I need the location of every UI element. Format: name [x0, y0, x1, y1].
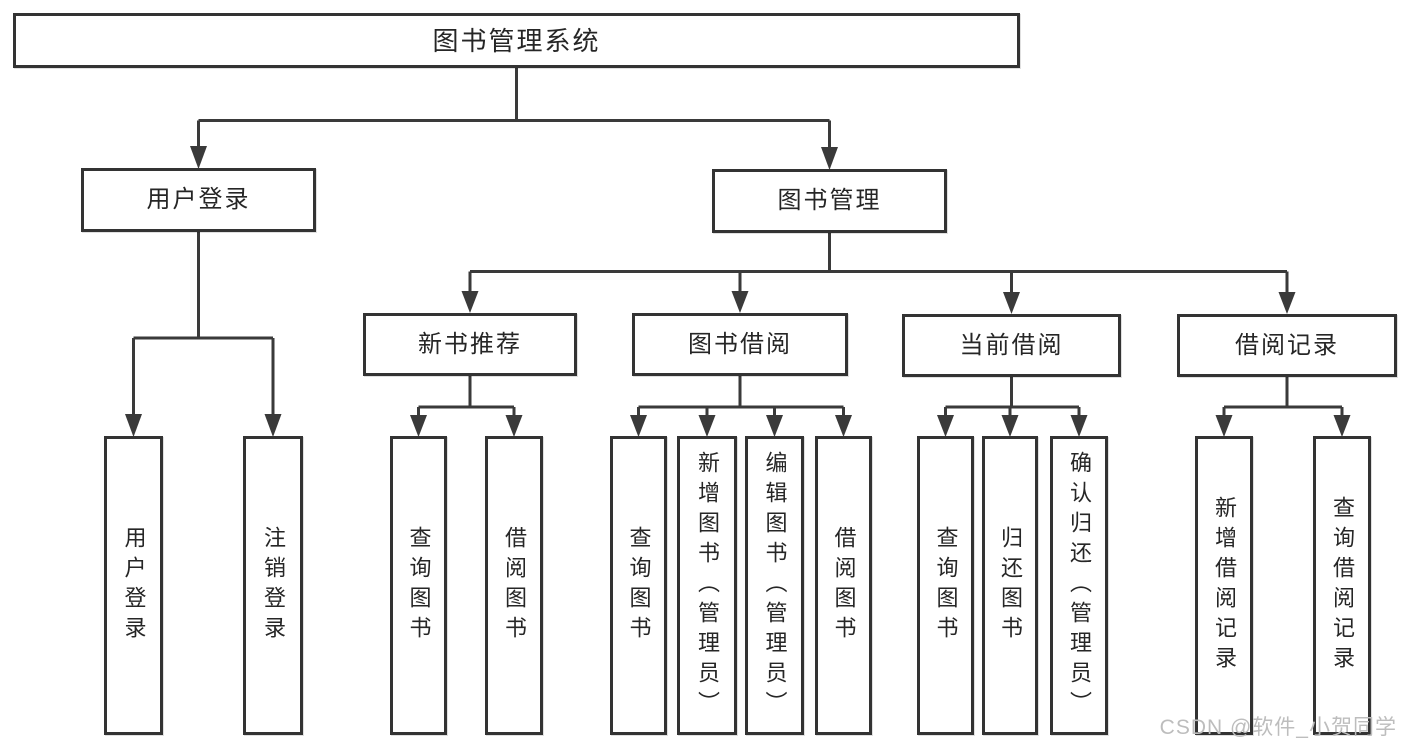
node-label: 用户登录: [146, 186, 251, 213]
arrow-to-book-mgmt: [821, 120, 838, 170]
leaf-label: 查询借阅记录: [1330, 495, 1355, 676]
trunk-user-login: [133, 232, 273, 340]
leaf-label: 归还图书: [998, 525, 1023, 646]
leaf-label: 查询图书: [626, 525, 652, 646]
node-label: 新书推荐: [418, 330, 522, 358]
arrow-to-leaf-br-add: [1215, 407, 1233, 437]
trunk-book-borrow: [638, 376, 844, 409]
arrow-to-leaf-cb-return: [1001, 407, 1019, 437]
leaf-newbooks-query-book: 查询图书: [390, 436, 447, 735]
leaf-label: 查询图书: [933, 525, 959, 646]
leaf-records-add-record: 新增借阅记录: [1195, 436, 1253, 735]
arrow-to-current-borrow: [1003, 271, 1020, 314]
leaf-current-query-book: 查询图书: [917, 436, 974, 735]
arrow-to-leaf-nb-query: [410, 407, 427, 437]
arrow-to-new-books: [461, 271, 479, 313]
node-label: 当前借阅: [959, 331, 1064, 359]
arrow-to-book-borrow: [731, 271, 749, 313]
arrow-to-leaf-cb-query: [937, 407, 954, 437]
leaf-newbooks-borrow-book: 借阅图书: [485, 436, 543, 735]
node-label: 图书管理系统: [432, 25, 601, 56]
arrow-to-leaf-cb-confirm: [1070, 407, 1088, 437]
node-book-management: 图书管理: [712, 169, 947, 233]
arrow-to-leaf-bb-borrow: [835, 407, 852, 437]
leaf-current-confirm-return-admin: 确认归还（管理员）: [1050, 436, 1108, 735]
arrow-to-leaf-user-login: [125, 338, 142, 437]
leaf-user-login: 用户登录: [104, 436, 163, 735]
arrow-to-user-login: [190, 120, 207, 169]
leaf-label: 用户登录: [121, 525, 147, 646]
arrow-to-leaf-bb-query: [630, 407, 647, 437]
arrow-to-borrow-records: [1278, 271, 1296, 314]
leaf-label: 借阅图书: [502, 525, 527, 646]
leaf-logout: 注销登录: [243, 436, 303, 735]
node-label: 图书借阅: [688, 330, 792, 358]
arrow-to-leaf-nb-borrow: [505, 407, 523, 437]
trunk-book-mgmt: [470, 233, 1287, 273]
leaf-label: 借阅图书: [831, 525, 857, 646]
leaf-current-return-book: 归还图书: [982, 436, 1038, 735]
leaf-label: 查询图书: [406, 525, 432, 646]
node-label: 图书管理: [777, 187, 882, 214]
trunk-current-borrow: [945, 377, 1079, 409]
leaf-label: 注销登录: [261, 525, 286, 646]
leaf-borrow-edit-book-admin: 编辑图书（管理员）: [745, 436, 804, 735]
leaf-borrow-add-book-admin: 新增图书（管理员）: [677, 436, 737, 735]
arrow-to-leaf-bb-edit: [766, 407, 783, 437]
node-new-book-recommend: 新书推荐: [363, 313, 577, 376]
node-current-borrow: 当前借阅: [902, 314, 1121, 377]
arrow-to-leaf-logout: [264, 338, 282, 437]
node-user-login: 用户登录: [81, 168, 316, 232]
trunk-borrow-records: [1224, 377, 1342, 409]
leaf-records-query-record: 查询借阅记录: [1313, 436, 1371, 735]
leaf-borrow-borrow-book: 借阅图书: [815, 436, 872, 735]
trunk-new-books: [418, 376, 514, 409]
arrow-to-leaf-bb-add: [698, 407, 716, 437]
node-root-library-system: 图书管理系统: [13, 13, 1020, 68]
leaf-label: 编辑图书（管理员）: [762, 450, 788, 721]
arrow-to-leaf-br-query: [1333, 407, 1351, 437]
leaf-label: 新增图书（管理员）: [695, 450, 720, 721]
node-label: 借阅记录: [1235, 331, 1339, 359]
node-borrow-records: 借阅记录: [1177, 314, 1397, 377]
leaf-label: 新增借阅记录: [1212, 495, 1237, 676]
node-book-borrow: 图书借阅: [632, 313, 848, 376]
leaf-borrow-query-book: 查询图书: [610, 436, 667, 735]
leaf-label: 确认归还（管理员）: [1067, 450, 1092, 721]
trunk-root: [198, 68, 830, 122]
